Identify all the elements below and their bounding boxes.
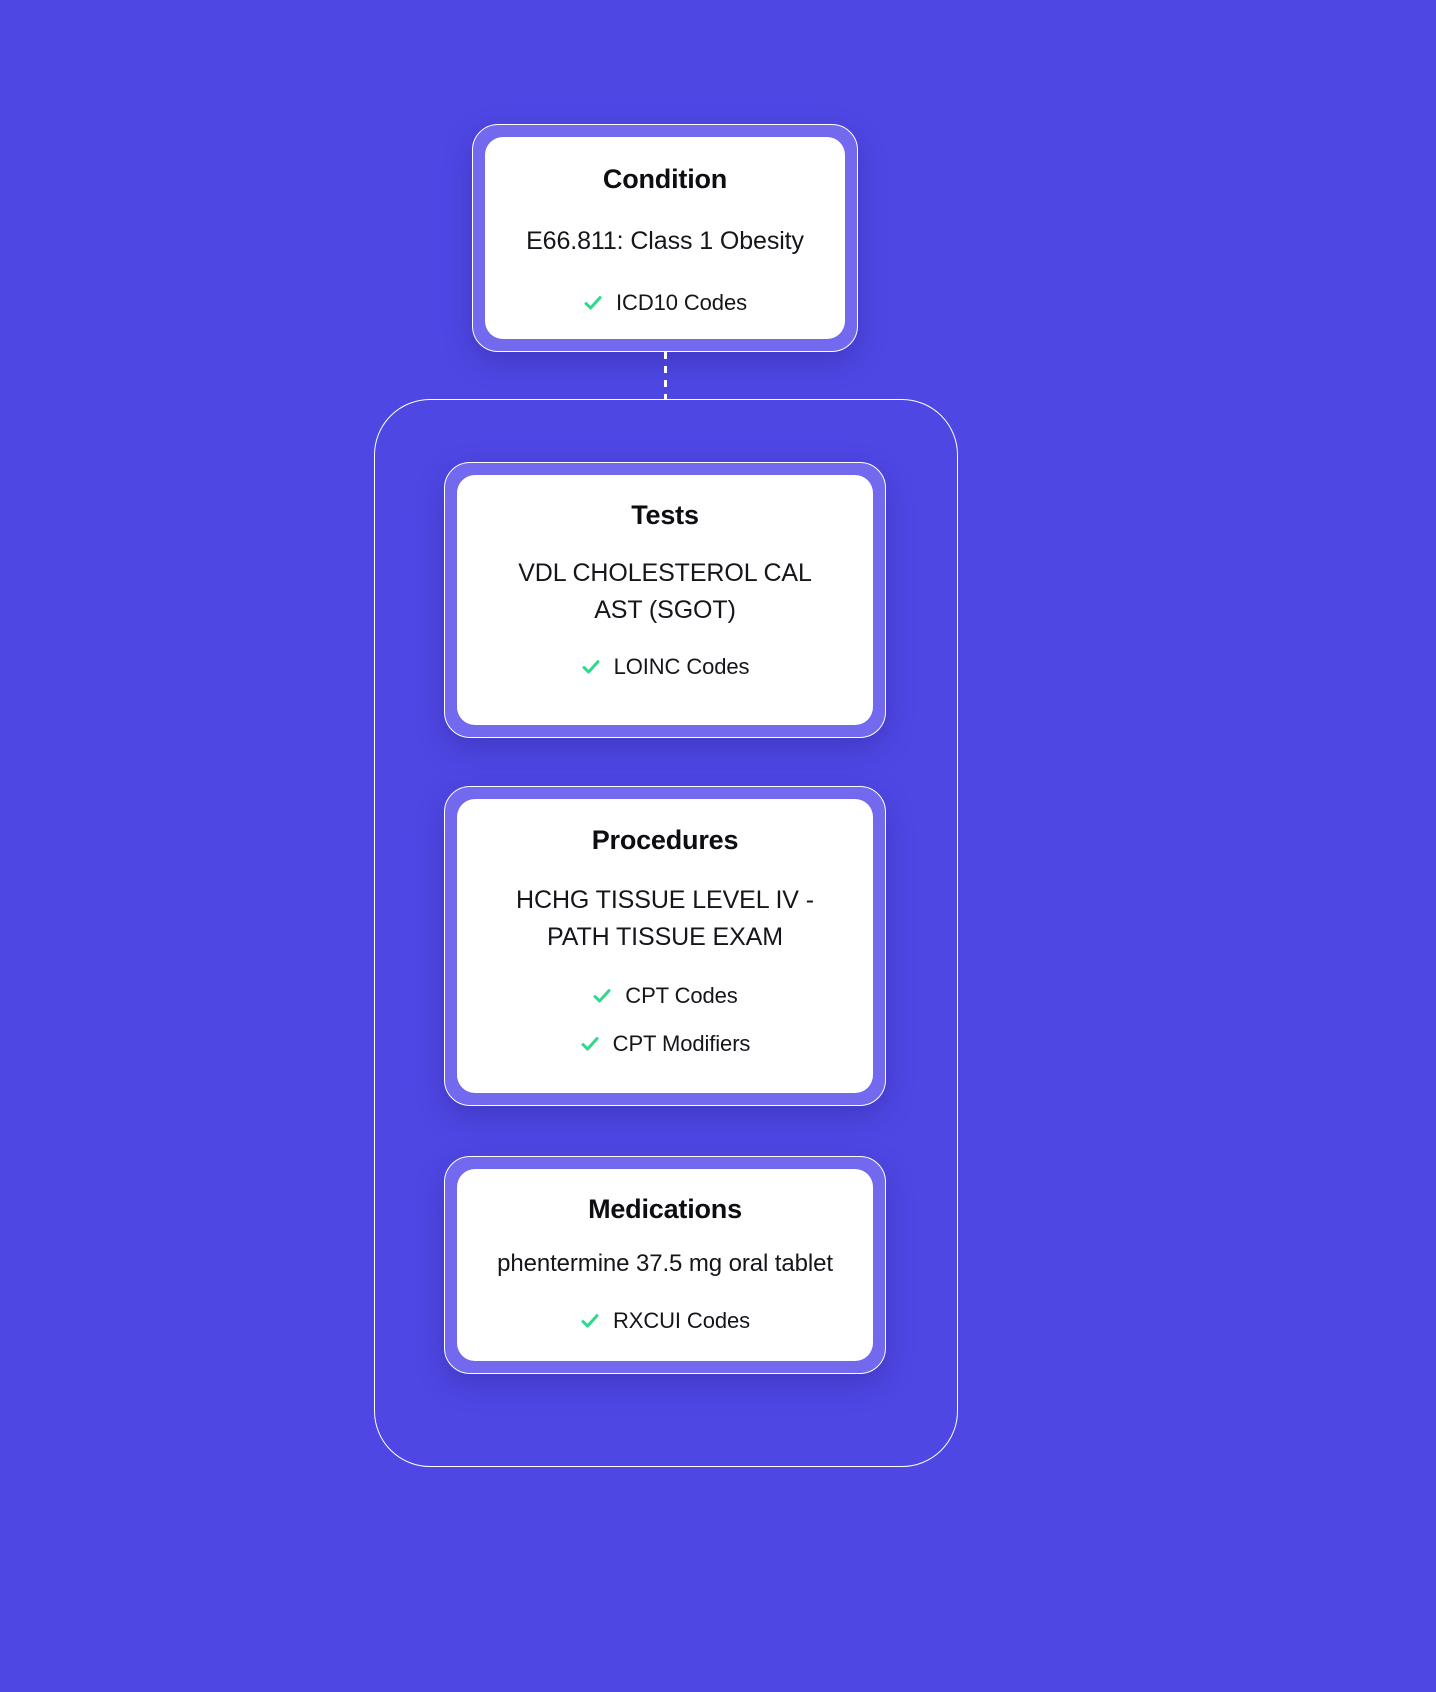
procedures-card[interactable]: Procedures HCHG TISSUE LEVEL IV - PATH T… (444, 786, 886, 1106)
medications-tag-rxcui[interactable]: RXCUI Codes (580, 1308, 750, 1334)
medications-tag-label: RXCUI Codes (612, 1308, 751, 1334)
procedures-card-title: Procedures (591, 825, 739, 855)
condition-code-text: E66.811: Class 1 Obesity (526, 227, 804, 256)
tests-card-surface: Tests VDL CHOLESTEROL CAL AST (SGOT) LOI… (457, 475, 873, 725)
tests-tag-loinc[interactable]: LOINC Codes (581, 654, 750, 680)
condition-tag-icd10[interactable]: ICD10 Codes (583, 290, 747, 316)
dashed-connector (664, 352, 667, 400)
condition-card-surface: Condition E66.811: Class 1 Obesity ICD10… (485, 137, 845, 339)
tests-item-1: VDL CHOLESTEROL CAL (518, 559, 812, 588)
tests-card[interactable]: Tests VDL CHOLESTEROL CAL AST (SGOT) LOI… (444, 462, 886, 738)
check-icon (583, 293, 603, 313)
procedures-tag-label-1: CPT Codes (625, 982, 738, 1008)
procedures-item-line-1: HCHG TISSUE LEVEL IV - (516, 886, 814, 915)
procedures-item-line-2: PATH TISSUE EXAM (547, 922, 783, 951)
condition-card[interactable]: Condition E66.811: Class 1 Obesity ICD10… (472, 124, 858, 352)
check-icon (580, 1034, 600, 1054)
check-icon (581, 657, 601, 677)
procedures-tag-label-2: CPT Modifiers (612, 1030, 751, 1056)
condition-tag-label: ICD10 Codes (616, 289, 747, 315)
condition-card-title: Condition (602, 164, 728, 194)
encounter-group-container (374, 399, 958, 1467)
procedures-card-surface: Procedures HCHG TISSUE LEVEL IV - PATH T… (457, 799, 873, 1093)
medications-card[interactable]: Medications phentermine 37.5 mg oral tab… (444, 1156, 886, 1374)
procedures-tag-cpt-codes[interactable]: CPT Codes (592, 982, 738, 1009)
tests-card-title: Tests (631, 500, 699, 530)
check-icon (580, 1311, 600, 1331)
tests-item-2: AST (SGOT) (594, 595, 736, 624)
procedures-tag-cpt-modifiers[interactable]: CPT Modifiers (580, 1030, 751, 1057)
medications-item-1: phentermine 37.5 mg oral tablet (497, 1250, 833, 1278)
tests-tag-label: LOINC Codes (613, 653, 750, 679)
check-icon (592, 986, 612, 1006)
medications-card-surface: Medications phentermine 37.5 mg oral tab… (457, 1169, 873, 1361)
medications-card-title: Medications (588, 1194, 742, 1224)
